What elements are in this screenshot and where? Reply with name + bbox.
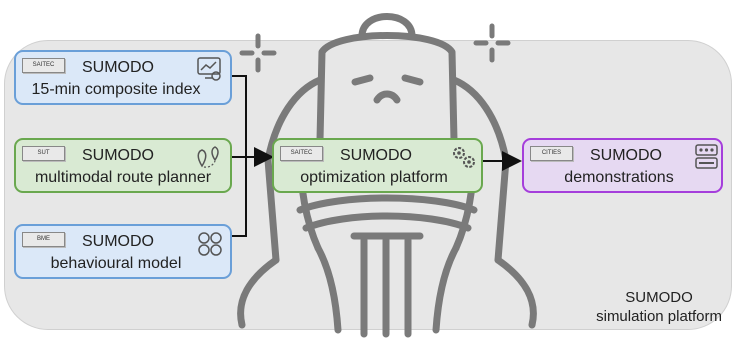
composite-index-box: SAITEC SUMODO 15-min composite index [14, 50, 232, 105]
partner-tag: SUT [22, 146, 65, 161]
demo-panel-icon [695, 144, 718, 169]
sparkle-right-icon [473, 23, 511, 63]
component-title: SUMODO [590, 147, 662, 164]
flow-connectors [232, 75, 522, 237]
optimization-platform-box: SAITEC SUMODO optimization platform [272, 138, 483, 193]
platform-label-line2: simulation platform [596, 308, 722, 325]
component-title: SUMODO [82, 59, 154, 76]
component-subtitle: optimization platform [300, 169, 448, 186]
component-title: SUMODO [82, 147, 154, 164]
component-title: SUMODO [340, 147, 412, 164]
partner-tag: CITIES [530, 146, 573, 161]
platform-label-line1: SUMODO [625, 289, 693, 306]
component-subtitle: behavioural model [50, 255, 182, 272]
monitor-chart-icon [197, 57, 221, 81]
modules-icon [198, 232, 222, 256]
gears-icon [453, 147, 475, 168]
component-subtitle: multimodal route planner [34, 169, 212, 186]
route-planner-box: SUT SUMODO multimodal route planner [14, 138, 232, 193]
partner-tag: SAITEC [22, 58, 65, 73]
component-subtitle: demonstrations [564, 169, 674, 186]
sparkle-left-icon [239, 33, 277, 73]
component-title: SUMODO [82, 233, 154, 250]
partner-tag: BME [22, 232, 65, 247]
demonstrations-box: CITIES SUMODO demonstrations [522, 138, 723, 193]
partner-tag: SAITEC [280, 146, 323, 161]
component-subtitle: 15-min composite index [31, 81, 201, 98]
behavioural-model-box: BME SUMODO behavioural model [14, 224, 232, 279]
route-pins-icon [197, 146, 219, 168]
simulation-platform-label: SUMODO simulation platform [596, 288, 722, 326]
